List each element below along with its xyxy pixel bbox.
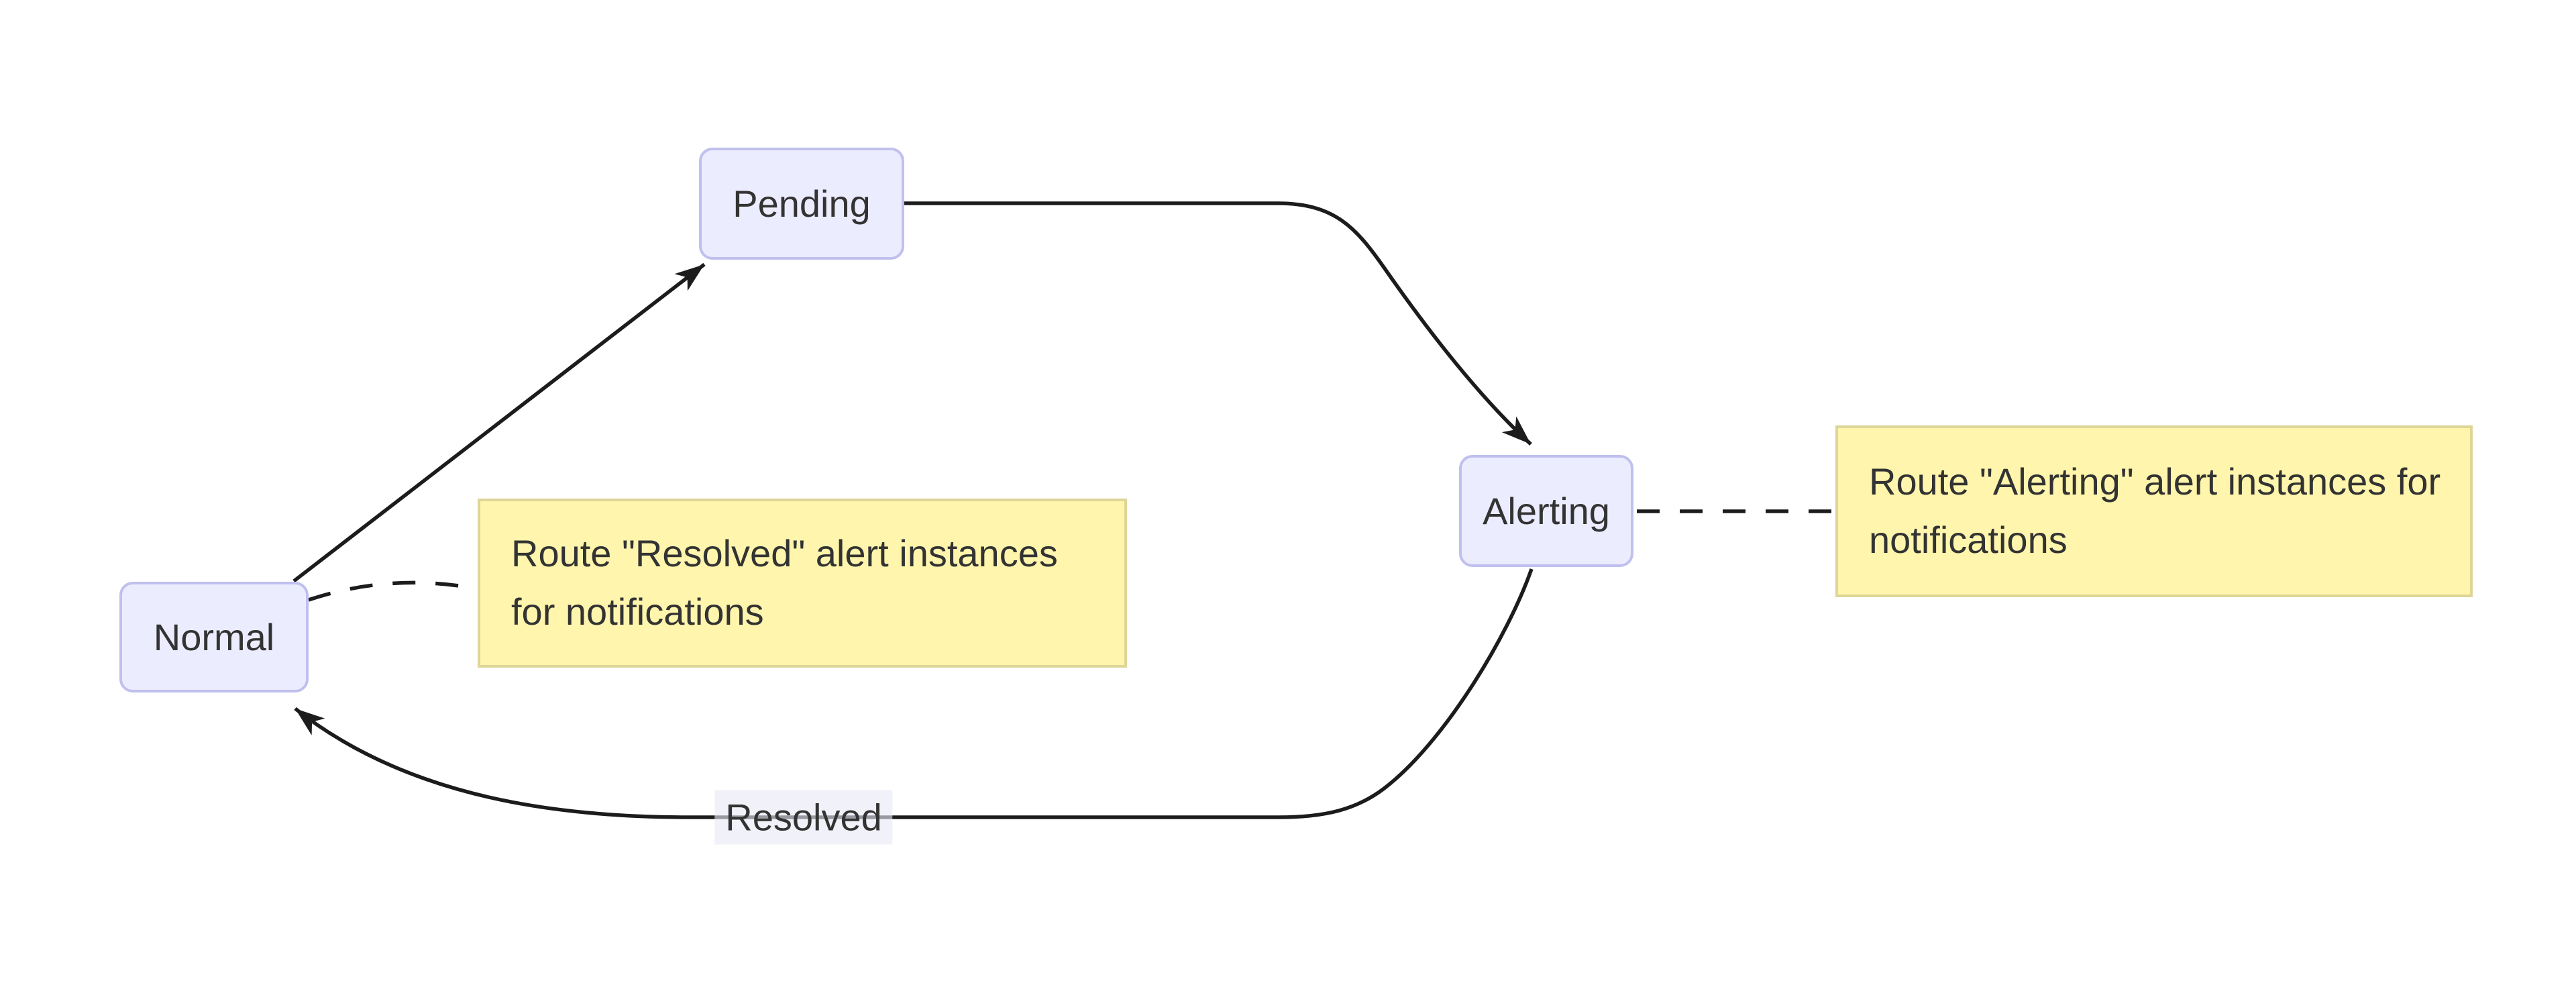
edge-normal-to-resolved-note [308, 580, 477, 602]
note-text: Route "Alerting" alert instances for not… [1869, 460, 2441, 561]
state-node-normal: Normal [119, 582, 309, 692]
note-alerting-routing: Route "Alerting" alert instances for not… [1835, 425, 2473, 597]
state-node-pending: Pending [699, 148, 904, 260]
state-node-label: Normal [153, 616, 275, 658]
edge-pending-to-alerting [904, 201, 1532, 446]
note-text: Route "Resolved" alert instances for not… [511, 532, 1058, 633]
edge-normal-to-pending [292, 262, 706, 583]
state-node-label: Alerting [1483, 490, 1610, 532]
state-node-label: Pending [733, 183, 871, 225]
edge-label-resolved: Resolved [714, 790, 893, 845]
state-node-alerting: Alerting [1459, 455, 1633, 567]
note-resolved-routing: Route "Resolved" alert instances for not… [478, 499, 1127, 668]
edge-alerting-to-normal-resolved [294, 568, 1534, 819]
